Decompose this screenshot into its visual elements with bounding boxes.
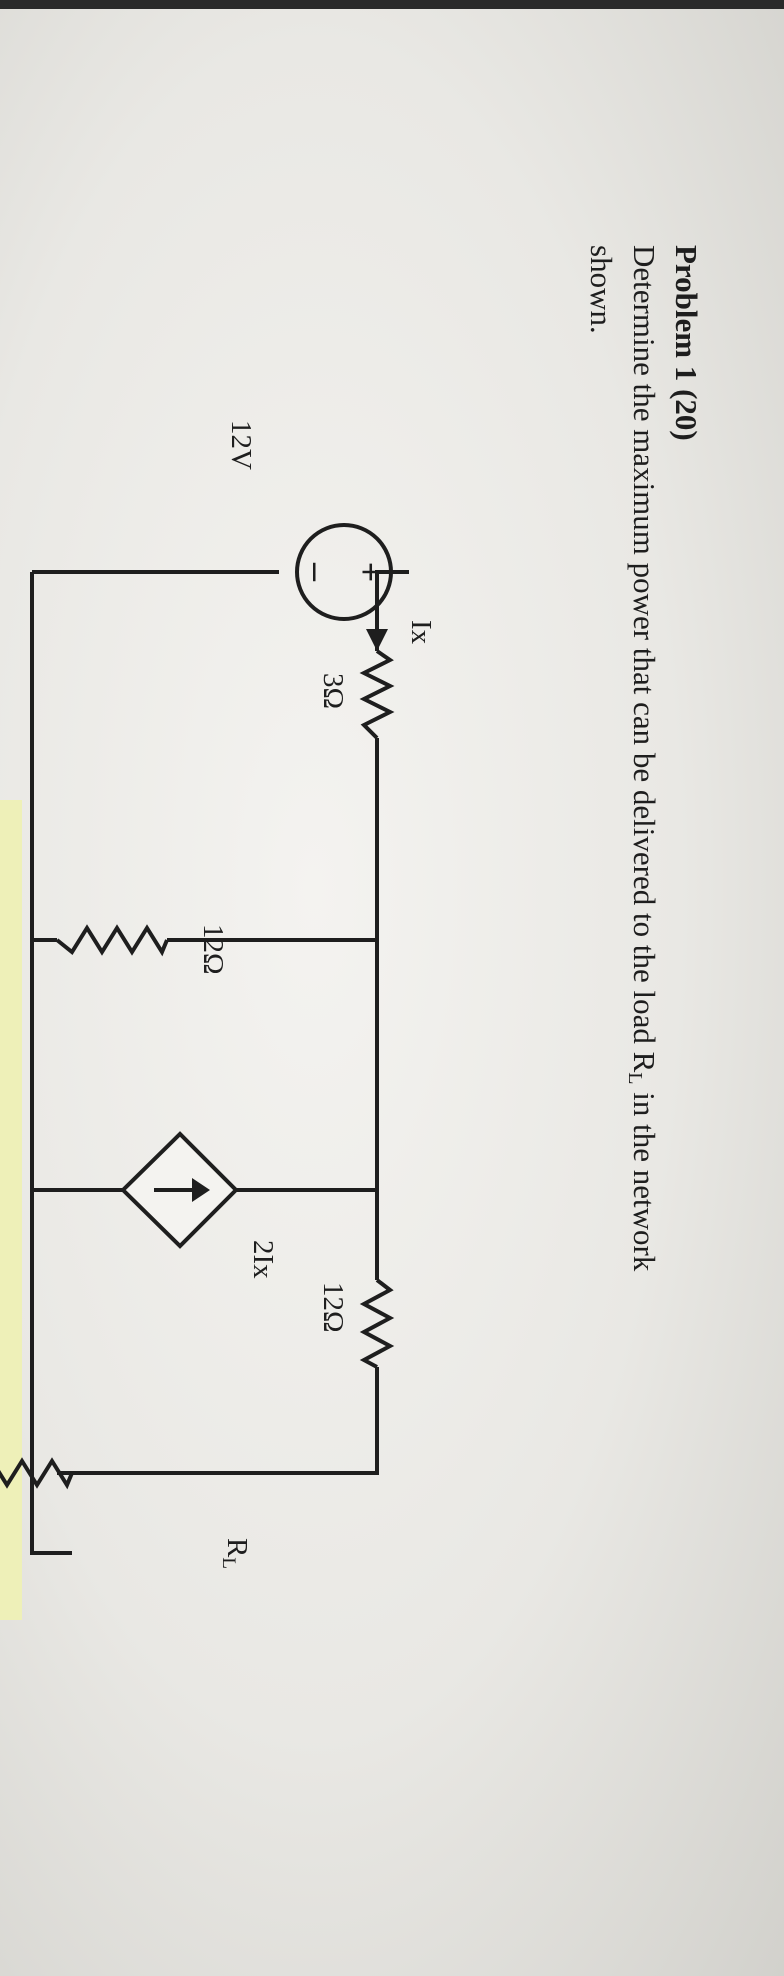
- problem-line-1: Determine the maximum power that can be …: [624, 245, 662, 1272]
- source-minus-sign: –: [298, 562, 338, 582]
- wire-top-left: [375, 570, 409, 651]
- source-plus-sign: +: [351, 562, 391, 583]
- resistor-rl: [0, 1457, 74, 1490]
- resistor-12ohm-series: [359, 1278, 395, 1369]
- voltage-source: [295, 523, 393, 621]
- label-ix: Ix: [405, 620, 437, 645]
- label-12ohm-series: 12Ω: [317, 1282, 349, 1333]
- wire-top-right: [72, 1367, 379, 1475]
- label-12v: 12V: [225, 420, 257, 470]
- problem-title: Problem 1 (20): [669, 245, 704, 441]
- label-3ohm: 3Ω: [317, 673, 349, 709]
- top-edge: [0, 0, 784, 9]
- highlighter-strip: [0, 800, 22, 1620]
- problem-line-2: shown.: [584, 245, 619, 334]
- resistor-3ohm: [359, 649, 395, 740]
- wire-bottom: [30, 572, 72, 1555]
- label-12ohm-shunt: 12Ω: [197, 924, 229, 975]
- resistor-12ohm-shunt: [55, 924, 169, 957]
- current-arrow-ix: [366, 629, 388, 651]
- label-2ix: 2Ix: [247, 1240, 279, 1279]
- circuit-wires: [30, 570, 409, 1555]
- label-rl: RL: [218, 1538, 253, 1569]
